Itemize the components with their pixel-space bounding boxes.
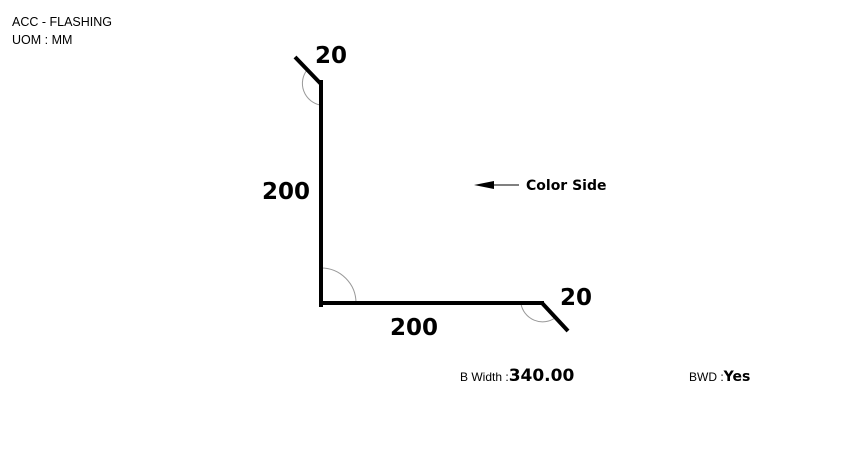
dimension-vertical: 200 <box>262 179 310 205</box>
unit-of-measure: UOM : MM <box>12 33 73 47</box>
bwd-spec: BWD :Yes <box>689 368 750 386</box>
dimension-horizontal: 200 <box>390 315 438 341</box>
bwd-label: BWD : <box>689 370 724 384</box>
bwd-value: Yes <box>723 369 751 385</box>
color-side-indicator: Color Side <box>474 178 607 194</box>
segment-top-lip <box>293 55 323 86</box>
dimension-top-lip: 20 <box>315 43 347 69</box>
angle-arc-top <box>301 69 321 106</box>
drawing-header: ACC - FLASHING UOM : MM <box>12 13 112 49</box>
angle-arc-corner <box>320 267 357 304</box>
b-width-spec: B Width :340.00 <box>460 366 574 386</box>
segment-end-lip <box>540 301 570 333</box>
dimension-end-lip: 20 <box>560 285 592 311</box>
color-side-label: Color Side <box>526 178 607 194</box>
drawing-title: ACC - FLASHING <box>12 15 113 29</box>
angle-arc-end <box>520 303 556 323</box>
arrow-left-icon <box>474 181 494 189</box>
b-width-label: B Width : <box>460 370 509 384</box>
b-width-value: 340.00 <box>508 366 575 386</box>
